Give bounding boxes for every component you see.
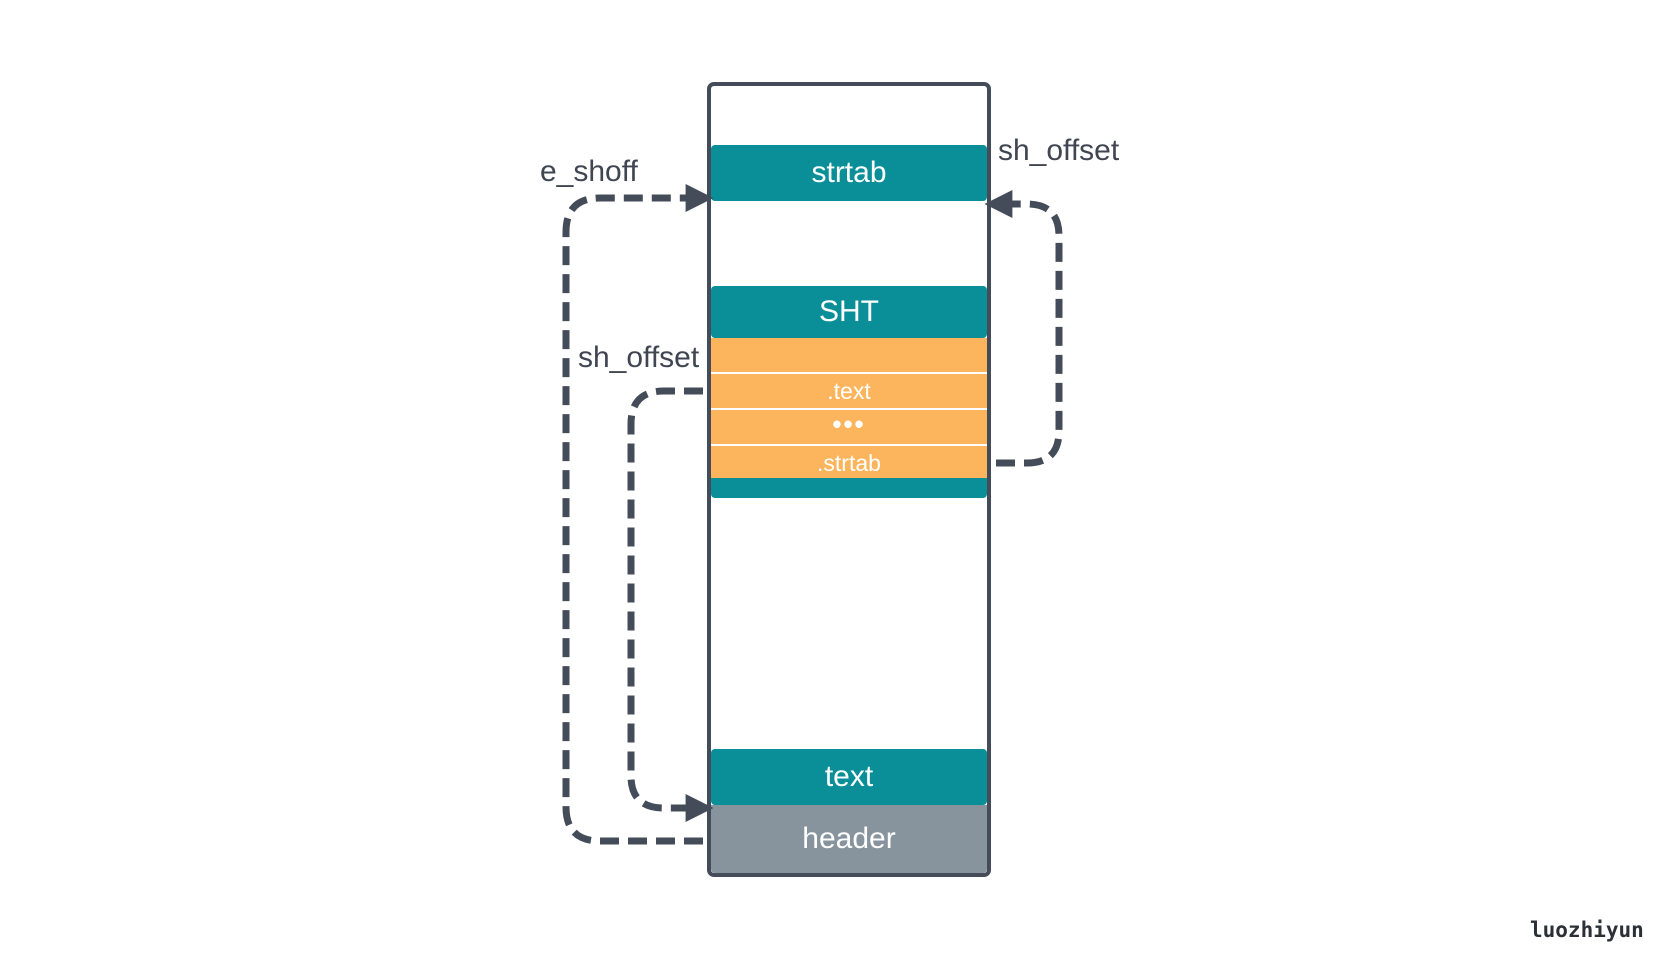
sht-entry-strtab: .strtab <box>711 446 987 480</box>
sh-offset-text-arrow <box>627 387 714 822</box>
text-section: text <box>711 749 987 805</box>
sht-header-label: SHT <box>819 295 879 328</box>
sht-header: SHT <box>711 286 987 338</box>
sh-offset-right-label: sh_offset <box>998 134 1120 167</box>
watermark: luozhiyun <box>1530 918 1644 942</box>
sht-entry-label: .text <box>827 377 871 404</box>
sht-entry-label: .strtab <box>817 449 881 476</box>
elf-header-label: header <box>802 822 896 855</box>
sht-entry-label: ••• <box>832 408 866 439</box>
sht-entry-text: .text <box>711 374 987 408</box>
sht-entry-ellipsis: ••• <box>711 408 987 444</box>
strtab-section-label: strtab <box>811 156 887 189</box>
strtab-section: strtab <box>711 145 987 201</box>
text-section-label: text <box>824 760 874 793</box>
e-shoff-arrow <box>562 184 714 845</box>
e-shoff-label: e_shoff <box>540 155 638 188</box>
sh-offset-strtab-arrow <box>984 190 1063 467</box>
sht-entry-empty <box>711 338 987 372</box>
elf-header: header <box>711 805 987 873</box>
sh-offset-left-label: sh_offset <box>578 341 700 375</box>
sht-footer <box>711 478 987 498</box>
